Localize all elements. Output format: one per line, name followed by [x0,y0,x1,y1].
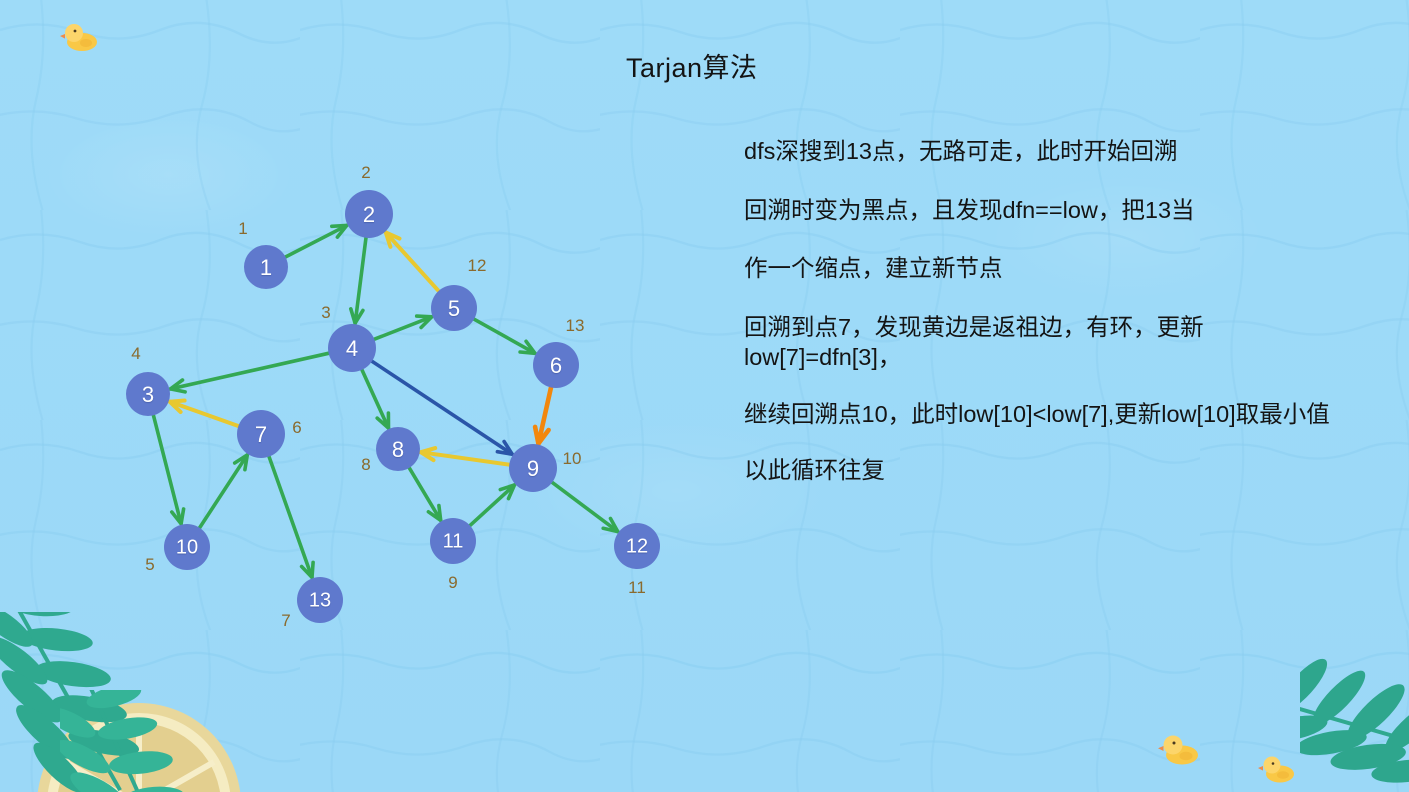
graph-node-10[interactable] [164,524,210,570]
edge-6-9 [536,384,554,446]
arrowhead-4-9 [495,439,514,456]
arrowhead-9-8 [418,446,438,463]
edge-4-8 [359,367,391,430]
graph-node-7[interactable] [237,410,285,458]
edge-2-4 [353,235,368,325]
edge-1-2 [282,223,349,260]
arrowhead-2-4 [349,307,365,325]
arrowhead-7-3 [167,398,187,414]
arrowhead-5-6 [518,339,537,356]
graph-node-2[interactable] [345,190,393,238]
edge-9-8 [418,450,513,467]
edge-layer [151,223,620,580]
arrowhead-4-3 [168,378,187,394]
arrowhead-11-9 [498,483,517,501]
paragraph-2: 回溯时变为黑点，且发现dfn==low，把13当 [744,196,1195,223]
graph-node-12[interactable] [614,523,660,569]
arrowhead-8-11 [426,503,443,523]
edge-9-12 [549,479,620,534]
graph-node-4[interactable] [328,324,376,372]
edge-7-13 [266,453,314,580]
edge-8-11 [406,465,443,523]
node-layer [126,190,660,623]
graph-node-5[interactable] [431,285,477,331]
arrowhead-3-10 [170,507,186,526]
edge-11-9 [467,483,517,528]
graph-node-9[interactable] [509,444,557,492]
edge-4-5 [371,314,434,342]
arrowhead-9-12 [601,516,620,534]
slide-title: Tarjan算法 [626,53,758,83]
graph-svg [126,190,660,623]
edge-4-3 [168,351,332,391]
graph-node-11[interactable] [430,518,476,564]
edge-5-6 [471,316,537,356]
graph-node-13[interactable] [297,577,343,623]
paragraph-4: 回溯到点7，发现黄边是返祖边，有环，更新low[7]=dfn[3]， [744,313,1204,371]
graph-node-1[interactable] [244,245,288,289]
explanation-text: dfs深搜到13点，无路可走，此时开始回溯 回溯时变为黑点，且发现dfn==lo… [744,136,1354,514]
paragraph-3: 作一个缩点，建立新节点 [744,255,1003,282]
graph-node-8[interactable] [376,427,420,471]
graph-node-3[interactable] [126,372,170,416]
graph-node-6[interactable] [533,342,579,388]
arrowhead-4-5 [414,314,434,330]
arrowhead-10-7 [232,453,250,472]
edge-7-3 [167,399,242,429]
arrowhead-4-8 [375,411,391,430]
edge-5-2 [383,230,442,294]
arrowhead-1-2 [330,223,349,239]
paragraph-1: dfs深搜到13点，无路可走，此时开始回溯 [744,138,1178,164]
edge-4-9 [369,358,514,456]
paragraph-5: 继续回溯点10，此时low[10]<low[7],更新low[10]取最小值 [744,400,1330,427]
paragraph-6: 以此循环往复 [744,457,885,484]
arrowhead-7-13 [299,560,315,580]
arrowhead-6-9 [532,424,551,446]
edge-3-10 [151,412,183,526]
arrowhead-5-2 [383,230,402,249]
edge-10-7 [197,453,250,531]
